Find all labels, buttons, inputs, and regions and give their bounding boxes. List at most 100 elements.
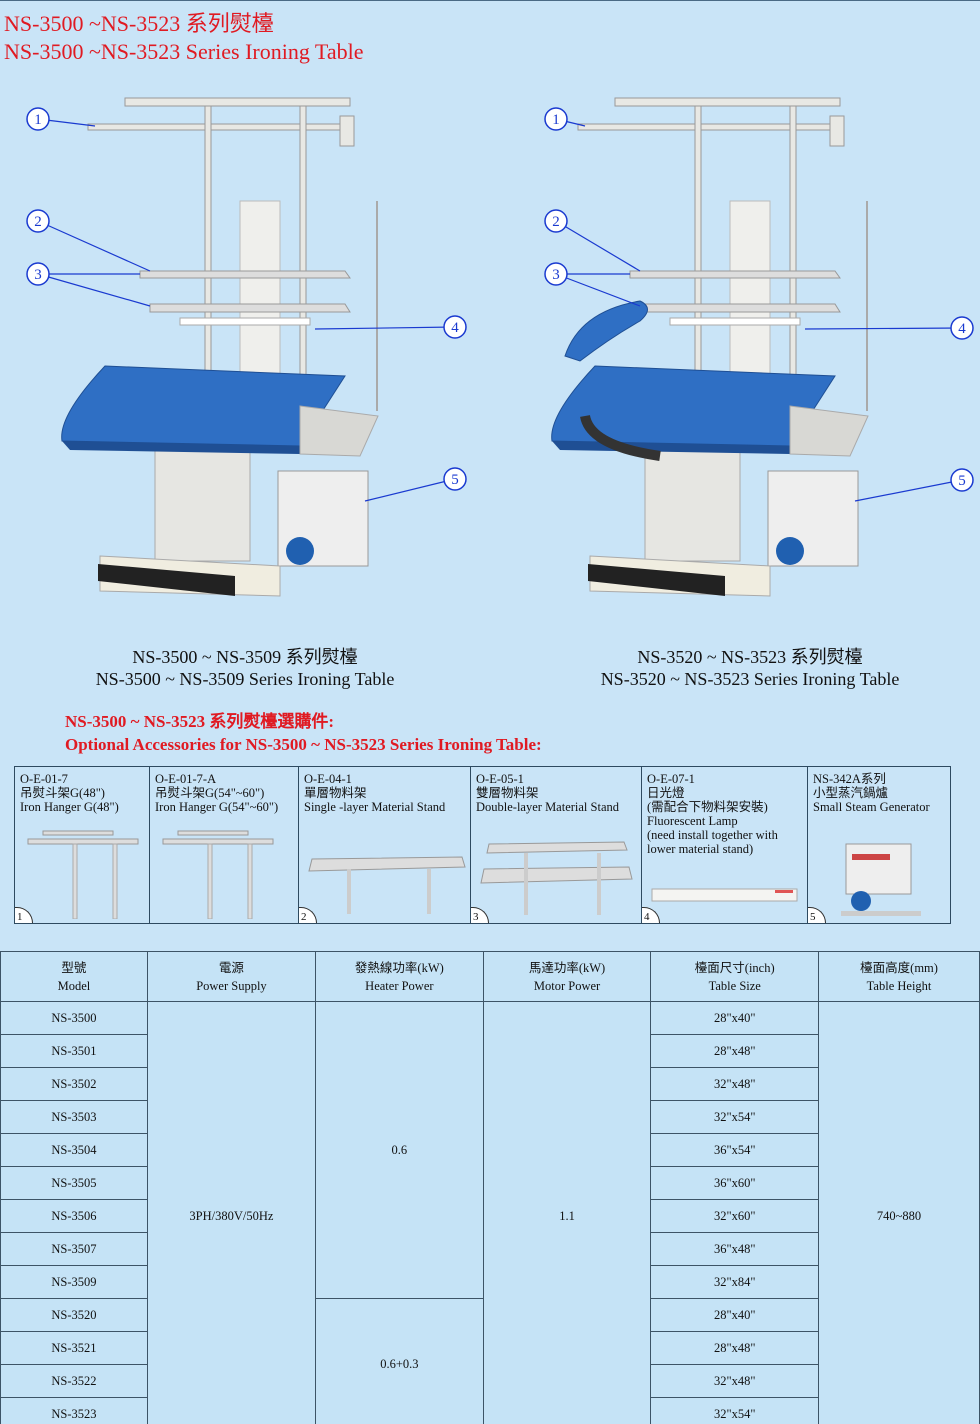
table-size-cell: 28"x40" (650, 1001, 820, 1035)
model-cell: NS-3506 (0, 1199, 148, 1233)
table-size-cell: 28"x40" (650, 1298, 820, 1332)
callout-3 (544, 262, 568, 286)
header-en: Heater Power (365, 978, 434, 993)
model-cell: NS-3503 (0, 1100, 148, 1134)
iron-hanger (577, 97, 845, 397)
table-row: NS-3506 32"x60" (0, 1199, 980, 1233)
table-size-cell: 32"x60" (650, 1199, 820, 1233)
pump-motor (776, 537, 804, 565)
table-row: NS-3507 36"x48" (0, 1232, 980, 1266)
callout-4 (443, 315, 467, 339)
accessory-desc: 單層物料架 (304, 786, 367, 800)
callout-number: 1 (552, 112, 560, 128)
header-zh: 檯面高度(mm) (860, 960, 938, 975)
accessory-desc: Double-layer Material Stand (476, 800, 620, 814)
callout-2 (544, 209, 568, 233)
model-cell: NS-3522 (0, 1364, 148, 1398)
callout-number: 4 (451, 320, 459, 336)
title-zh: NS-3500 ~NS-3523 系列熨檯 (4, 11, 274, 36)
model-cell: NS-3504 (0, 1133, 148, 1167)
column-header: 馬達功率(kW) Motor Power (482, 951, 652, 1002)
callout-number: 4 (958, 321, 966, 337)
accessories-heading-en: Optional Accessories for NS-3500 ~ NS-35… (65, 735, 542, 754)
accessory-code: NS-342A系列 (813, 772, 886, 786)
model-cell: NS-3507 (0, 1232, 148, 1266)
callout-number: 5 (451, 472, 459, 488)
model-cell: NS-3521 (0, 1331, 148, 1365)
table-size-cell: 32"x48" (650, 1067, 820, 1101)
accessory-desc: Iron Hanger G(48") (20, 800, 119, 814)
callout-3 (26, 262, 50, 286)
column-header: 電源 Power Supply (146, 951, 317, 1002)
accessory-desc: 吊熨斗架G(48") (20, 786, 105, 800)
accessory-desc: 日光燈 (647, 786, 685, 800)
table-size-cell: 36"x48" (650, 1232, 820, 1266)
caption-zh: NS-3520 ~ NS-3523 系列熨檯 (637, 647, 863, 667)
upper-shelf (629, 270, 841, 279)
table-row: NS-3501 28"x48" (0, 1034, 980, 1068)
accessory-desc: 雙層物料架 (476, 786, 539, 800)
lower-shelf (639, 303, 841, 313)
callout-5 (950, 468, 974, 492)
vacuum-hose (580, 414, 661, 461)
callout-number: 3 (552, 267, 560, 283)
table-size-cell: 32"x54" (650, 1100, 820, 1134)
table-size-cell: 28"x48" (650, 1034, 820, 1068)
side-tray (299, 405, 379, 457)
model-cell: NS-3500 (0, 1001, 148, 1035)
caption-en: NS-3500 ~ NS-3509 Series Ironing Table (95, 669, 395, 689)
fluorescent-lamp (669, 317, 801, 326)
column-header: 發熱線功率(kW)Heater Power (315, 951, 484, 1002)
accessory-desc: Small Steam Generator (813, 800, 930, 814)
product-photo-ns3500: 1 2 3 4 5 (0, 76, 490, 646)
table-row: NS-3502 32"x48" (0, 1067, 980, 1101)
title-en: NS-3500 ~NS-3523 Series Ironing Table (4, 39, 364, 64)
accessory-code: O-E-05-1 (476, 772, 524, 786)
model-cell: NS-3502 (0, 1067, 148, 1101)
lower-shelf (149, 303, 351, 313)
model-cell: NS-3501 (0, 1034, 148, 1068)
callout-number: 2 (552, 214, 560, 230)
accessory-code: O-E-04-1 (304, 772, 352, 786)
accessory-code: O-E-07-1 (647, 772, 695, 786)
column-header: 檯面尺寸(inch)Table Size (650, 951, 820, 1002)
pump-motor (286, 537, 314, 565)
iron-hanger (87, 97, 355, 397)
callout-1 (26, 107, 50, 131)
foot-pedal (588, 564, 725, 596)
accessory-desc: (need install together with (647, 828, 778, 842)
table-size-cell: 36"x54" (650, 1133, 820, 1167)
callout-number: 2 (34, 214, 42, 230)
accessory-desc: Fluorescent Lamp (647, 814, 738, 828)
header-en: Power Supply (196, 978, 267, 993)
accessory-desc: Single -layer Material Stand (304, 800, 446, 814)
column-header: 檯面高度(mm) Table Height (818, 951, 980, 1002)
table-height-cell: 740~880 (818, 1001, 980, 1424)
accessory-desc: 小型蒸汽鍋爐 (813, 786, 889, 800)
accessory-code: O-E-01-7 (20, 772, 68, 786)
side-tray (789, 405, 869, 457)
table-row: NS-3503 32"x54" (0, 1100, 980, 1134)
table-size-cell: 36"x60" (650, 1166, 820, 1200)
model-cell: NS-3509 (0, 1265, 148, 1299)
header-zh: 電源 (218, 960, 244, 975)
callout-2 (26, 209, 50, 233)
table-size-cell: 28"x48" (650, 1331, 820, 1365)
model-cell: NS-3505 (0, 1166, 148, 1200)
header-en: Motor Power (533, 978, 601, 993)
header-en: Table Height (866, 978, 932, 993)
product-photo-ns3520: 1 2 3 4 5 (490, 76, 980, 646)
table-size-cell: 32"x48" (650, 1364, 820, 1398)
header-zh: 馬達功率(kW) (528, 960, 606, 975)
fluorescent-lamp (179, 317, 311, 326)
callout-number: 1 (34, 112, 42, 128)
